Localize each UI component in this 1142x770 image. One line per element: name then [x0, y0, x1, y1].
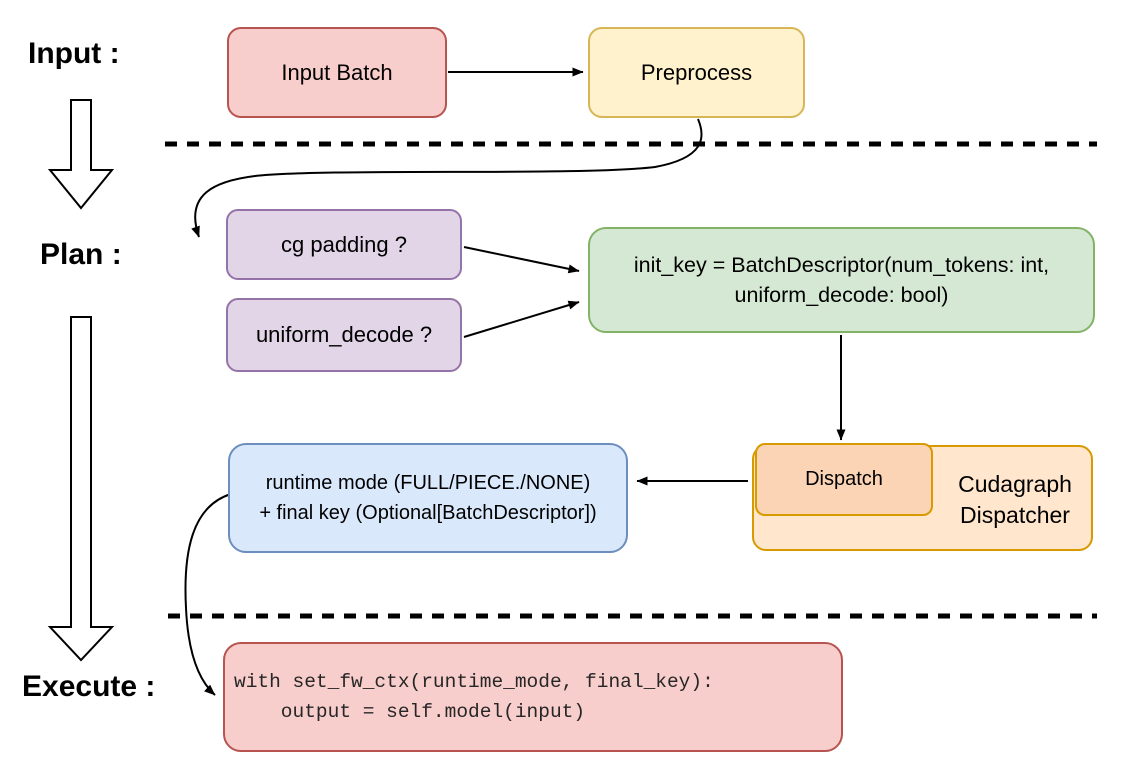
- node-cudagraph-dispatcher-line2: Dispatcher: [960, 502, 1070, 528]
- node-uniform-decode-label: uniform_decode ?: [255, 322, 433, 347]
- node-execute-code-line2: output = self.model(input): [234, 701, 586, 723]
- execute-stage-label: Execute :: [22, 670, 156, 703]
- node-init-key-line1: init_key = BatchDescriptor(num_tokens: i…: [633, 253, 1050, 277]
- node-input-batch: Input Batch: [227, 27, 447, 118]
- node-dispatch-label: Dispatch: [805, 468, 883, 490]
- node-cudagraph-dispatcher-line1: Cudagraph: [958, 471, 1072, 497]
- node-input-batch-label: Input Batch: [281, 59, 393, 85]
- node-uniform-decode: uniform_decode ?: [226, 298, 462, 372]
- node-runtime-mode-line2: + final key (Optional[BatchDescriptor]): [259, 502, 597, 524]
- node-cg-padding-label: cg padding ?: [281, 231, 407, 257]
- input-stage-arrow-icon: [47, 99, 115, 210]
- plan-stage-arrow-icon: [47, 316, 115, 662]
- node-runtime-mode: runtime mode (FULL/PIECE./NONE) + final …: [228, 443, 628, 553]
- node-dispatch: Dispatch: [755, 443, 933, 516]
- arrow-cg-padding-to-init-key: [463, 246, 580, 274]
- node-preprocess-label: Preprocess: [640, 59, 753, 85]
- node-execute-code: with set_fw_ctx(runtime_mode, final_key)…: [223, 642, 843, 752]
- node-execute-code-line1: with set_fw_ctx(runtime_mode, final_key)…: [234, 671, 714, 693]
- plan-stage-label: Plan :: [40, 238, 122, 271]
- node-runtime-mode-line1: runtime mode (FULL/PIECE./NONE): [265, 472, 591, 494]
- input-stage-label: Input :: [28, 37, 120, 70]
- node-cudagraph-dispatcher-label: Cudagraph Dispatcher: [935, 447, 1095, 553]
- node-init-key: init_key = BatchDescriptor(num_tokens: i…: [588, 227, 1095, 333]
- node-init-key-line2: uniform_decode: bool): [734, 283, 949, 307]
- arrow-uniform-decode-to-init-key: [463, 300, 580, 338]
- node-preprocess: Preprocess: [588, 27, 805, 118]
- node-cg-padding: cg padding ?: [226, 209, 462, 280]
